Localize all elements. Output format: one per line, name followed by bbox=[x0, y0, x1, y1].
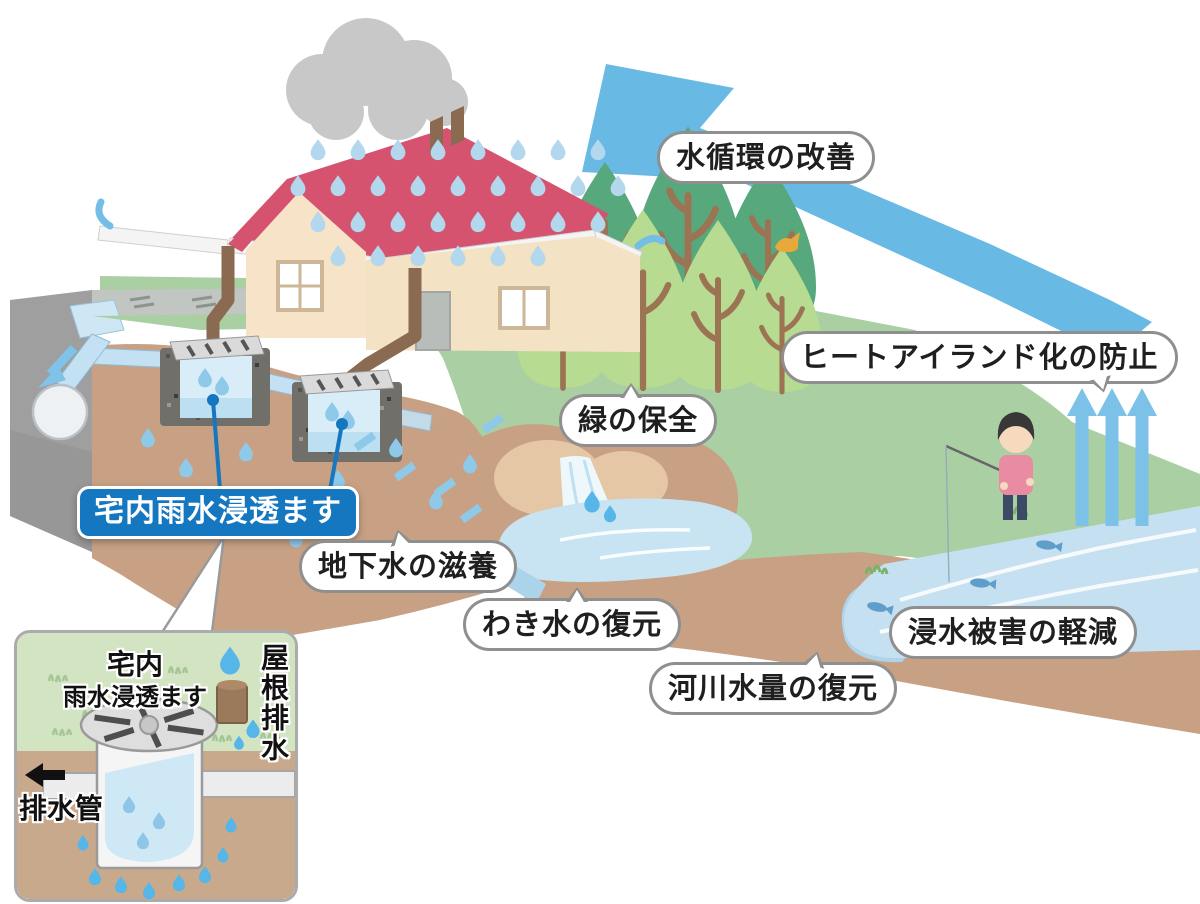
inset-label-roof-drain: 屋根排水 bbox=[257, 643, 290, 763]
spring-pond bbox=[494, 440, 753, 604]
bird-icon bbox=[775, 232, 800, 253]
callout-groundwater: 地下水の滋養 bbox=[299, 526, 518, 594]
callout-tail bbox=[619, 383, 642, 401]
inset-illustration bbox=[17, 633, 295, 899]
callout-heat-island: ヒートアイランド化の防止 bbox=[781, 331, 1178, 396]
water-cycle-arrow bbox=[582, 64, 1152, 356]
spring-droplets bbox=[584, 490, 617, 523]
inset-label-name: 雨水浸透ます bbox=[63, 683, 207, 711]
infiltration-flow-dashes bbox=[353, 413, 505, 524]
inset-label-location: 宅内 bbox=[106, 648, 163, 681]
raindrops bbox=[290, 139, 626, 267]
callout-water-cycle: 水循環の改善 bbox=[657, 131, 876, 185]
rain-cloud-icon bbox=[286, 18, 468, 140]
wall-shade bbox=[10, 430, 92, 552]
downspout-left bbox=[206, 246, 235, 340]
callout-flood-damage: 浸水被害の軽減 bbox=[889, 606, 1138, 660]
inset-basin-water bbox=[105, 753, 194, 862]
callout-spring-water: わき水の復元 bbox=[463, 587, 682, 652]
overflow-pit bbox=[31, 383, 89, 441]
callout-tail bbox=[802, 648, 829, 672]
downspout-right bbox=[346, 268, 422, 384]
inset-lid-slits bbox=[94, 702, 204, 748]
inset-pipe-right bbox=[184, 770, 295, 798]
callout-green-preservation: 緑の保全 bbox=[559, 383, 718, 448]
leader-lines bbox=[207, 394, 348, 491]
callout-infiltration-basin: 宅内雨水浸透ます bbox=[77, 486, 359, 539]
inset-label-drain-pipe: 排水管 bbox=[19, 792, 104, 825]
gutter-splashes bbox=[95, 198, 666, 250]
fishing-person bbox=[945, 412, 1035, 583]
wall-catch-basin bbox=[69, 299, 125, 339]
evaporation-arrows bbox=[1067, 388, 1157, 526]
infiltration-basin-inset: 宅内 雨水浸透ます 屋根排水 排水管 bbox=[14, 630, 298, 902]
inset-droplets bbox=[77, 646, 260, 899]
callout-tail bbox=[565, 587, 588, 605]
callout-river-volume: 河川水量の復元 bbox=[649, 648, 898, 716]
callout-tail bbox=[387, 526, 413, 550]
house bbox=[95, 106, 666, 384]
fish-icons bbox=[867, 540, 1063, 616]
flow-arrow-left-icon bbox=[25, 763, 65, 787]
